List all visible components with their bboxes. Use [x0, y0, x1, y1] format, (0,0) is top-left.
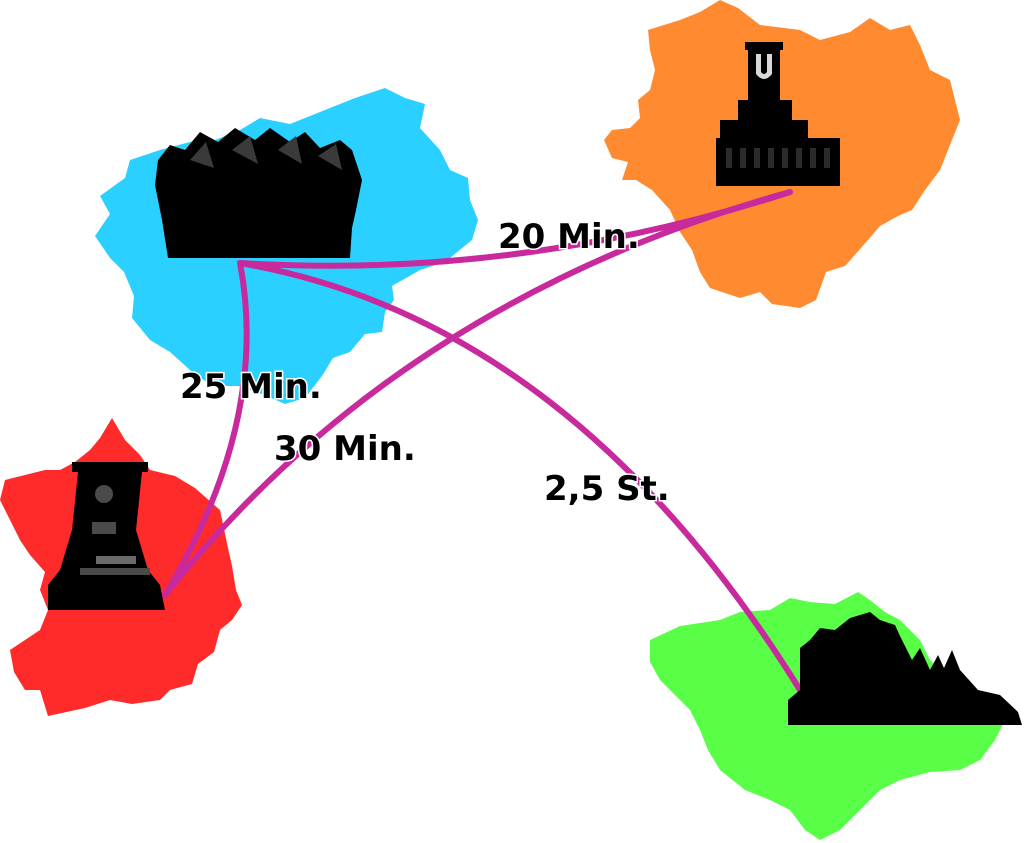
route-label-30-min: 30 Min. [274, 429, 416, 469]
route-label-2-5-st: 2,5 St. [544, 469, 670, 509]
route-label-25-min: 25 Min. [180, 367, 322, 407]
u-tower-icon [716, 42, 840, 186]
route-orange-red [162, 189, 793, 598]
route-blue-red [162, 260, 250, 598]
mine-headframe-icon [48, 462, 165, 610]
crown-building-icon [155, 128, 362, 258]
castle-icon [788, 612, 1022, 725]
route-blue-green [237, 260, 803, 693]
route-label-20-min: 20 Min. [498, 217, 640, 257]
